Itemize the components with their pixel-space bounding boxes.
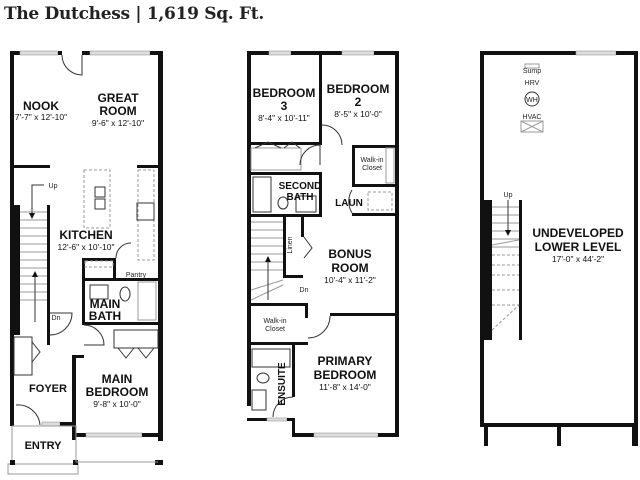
bonus-room-dims: 10'-4" x 11'-2" [324,275,376,285]
walkin-closet-primary-line-1: Walk-in [263,318,286,325]
main-bedroom-name-1: MAIN [102,372,133,386]
laundry-label: LAUN [335,198,363,209]
primary-bedroom-dims: 11'-8" x 14'-0" [319,382,371,392]
bedroom2-name-1: BEDROOM [327,82,390,96]
kitchen-dims: 12'-6" x 10'-10" [57,242,114,252]
bonus-room-name-2: ROOM [331,261,368,275]
lower-level-name-1: UNDEVELOPED [532,226,624,240]
bedroom2-name-2: 2 [355,95,362,109]
lower-level-name-2: LOWER LEVEL [535,240,622,254]
second-bath-name-1: SECOND [279,181,322,192]
kitchen-name: KITCHEN [59,228,112,242]
main-bath-name-2: BATH [89,309,121,323]
bedroom3-dims: 8'-4" x 10'-11" [258,113,310,123]
stairs-up-label: Up [49,183,58,190]
walkin-closet-primary-line-2: Closet [265,326,285,333]
bedroom2-dims: 8'-5" x 10'-0" [334,109,382,119]
main-floor-plan: Up Dn Pantry MAIN BATH [7,50,163,475]
ensuite-label: ENSUITE [277,362,288,406]
second-bath-name-2: BATH [286,192,313,203]
primary-bedroom-name-1: PRIMARY [318,354,373,368]
great-room-dims: 9'-6" x 12'-10" [92,118,144,128]
hrv-label: HRV [525,80,540,87]
main-bedroom-name-2: BEDROOM [86,385,149,399]
main-bath-name-1: MAIN [90,297,121,311]
hvac-label: HVAC [523,114,542,121]
stairs-up-label: Up [504,192,513,199]
walkin-closet-2-line-2: Closet [362,165,382,172]
stairs-down-label: Dn [300,287,309,294]
walkin-closet-2-line-1: Walk-in [360,157,383,164]
great-room-name-2: ROOM [99,104,136,118]
bedroom3-name-1: BEDROOM [253,86,316,100]
bonus-room-name-1: BONUS [328,247,371,261]
water-heater-icon [524,91,540,107]
linen-label: Linen [287,236,294,253]
main-bedroom-dims: 9'-8" x 10'-0" [93,399,141,409]
pantry-label: Pantry [126,272,147,279]
sump-label: Sump [523,68,541,75]
upper-floor-plan: Walk-in Closet SECOND BATH LAUN Linen [247,50,399,438]
nook-dims: 7'-7" x 12'-10" [15,112,67,122]
page-title: The Dutchess | 1,619 Sq. Ft. [4,4,264,24]
entry-label: ENTRY [25,440,63,452]
stairs-down-label: Dn [52,315,61,322]
great-room-name-1: GREAT [97,91,139,105]
nook-name: NOOK [23,99,59,113]
primary-bedroom-name-2: BEDROOM [314,368,377,382]
foyer-label: FOYER [29,383,67,395]
bedroom3-name-2: 3 [281,99,288,113]
lower-level-plan: Up Sump HRV WH HVAC UNDEVELOPED LOWER LE… [480,50,638,446]
wh-label: WH [526,97,538,104]
lower-level-dims: 17'-0" x 44'-2" [552,254,604,264]
